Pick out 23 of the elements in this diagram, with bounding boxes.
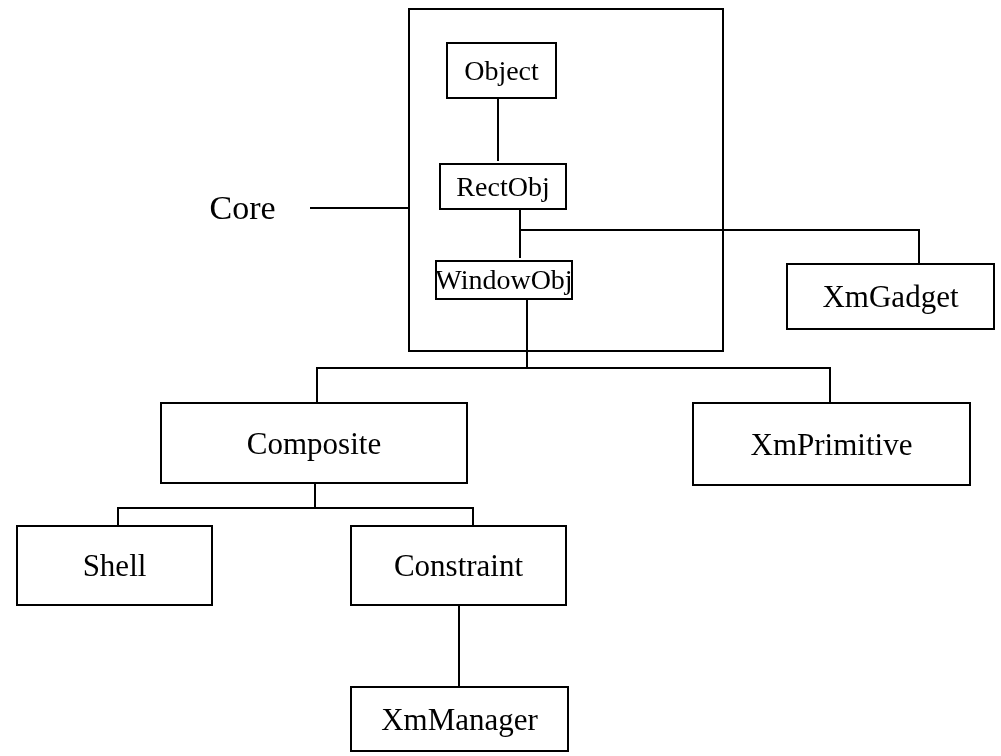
class-name: Shell [82, 550, 147, 581]
class-box [435, 260, 573, 300]
class-name: XmManager [381, 703, 538, 735]
class-name: XmPrimitive [750, 428, 913, 460]
class-name: Core [209, 191, 276, 225]
class-box [160, 402, 468, 484]
connector-line [314, 483, 474, 526]
group-frame [408, 8, 724, 352]
class-box [350, 686, 569, 752]
class-box [786, 263, 995, 330]
class-name: XmGadget [822, 281, 959, 312]
leader-line [309, 207, 409, 209]
class-box [692, 402, 971, 486]
class-box [16, 525, 213, 606]
class-box [350, 525, 567, 606]
class-name: Composite [246, 427, 382, 459]
class-name: Constraint [393, 550, 524, 581]
class-box [439, 163, 567, 210]
connector-line [458, 605, 460, 687]
class-box [446, 42, 557, 99]
class-name: RectObj [456, 172, 550, 201]
class-name: Object [464, 56, 539, 85]
class-name: WindowObj [435, 266, 573, 294]
